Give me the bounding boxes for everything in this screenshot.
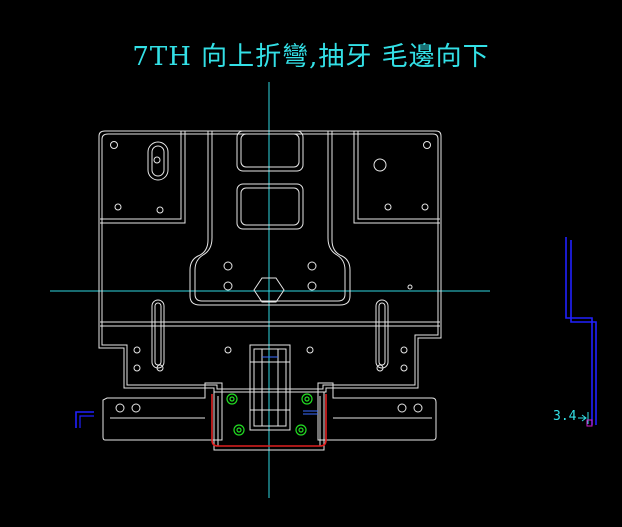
tap-hole — [304, 396, 310, 402]
tap-hole — [236, 427, 242, 433]
hole — [133, 346, 141, 354]
left-long-slot — [151, 299, 165, 369]
central-tongue — [249, 344, 291, 431]
center-lines — [50, 82, 490, 498]
hole — [400, 364, 408, 372]
lower-right-tab — [317, 382, 437, 441]
hole — [223, 261, 233, 271]
tap-hole — [226, 393, 238, 405]
bend-line — [211, 394, 327, 447]
left-pocket — [100, 131, 186, 224]
hole — [407, 284, 413, 290]
left-upper-oval-slot — [147, 141, 169, 181]
right-pocket — [353, 131, 440, 224]
middle-slot-inner — [240, 187, 300, 226]
hole — [307, 281, 317, 291]
hole — [397, 403, 407, 413]
tap-hole — [301, 393, 313, 405]
side-bend-profile — [565, 237, 597, 425]
outer-body-outline — [98, 130, 442, 393]
inner-body-outline — [101, 133, 439, 390]
part-outline — [98, 130, 442, 451]
hole — [307, 261, 317, 271]
drawing-title: 7TH 向上折彎,抽牙 毛邊向下 — [132, 42, 490, 72]
central-tongue-inner — [253, 348, 287, 427]
hole — [423, 141, 431, 149]
hole — [131, 403, 141, 413]
mounting-holes — [110, 141, 431, 413]
hole — [110, 141, 118, 149]
hole — [114, 203, 122, 211]
right-pocket-inner — [357, 131, 440, 220]
dimension-label: 3.4 — [553, 409, 577, 424]
hole — [306, 346, 314, 354]
tap-hole — [298, 427, 304, 433]
central-raised-inner — [194, 131, 346, 302]
dimension-marker — [578, 412, 589, 424]
right-long-slot-inner — [378, 302, 386, 366]
hole — [384, 203, 392, 211]
central-raised-region — [189, 131, 351, 306]
tap-hole — [229, 396, 235, 402]
hole — [376, 364, 384, 372]
hole — [223, 281, 233, 291]
top-slot — [236, 130, 304, 172]
hole — [373, 158, 387, 172]
tap-hole — [295, 424, 307, 436]
blue-marks — [262, 356, 318, 415]
top-slot-inner — [240, 133, 300, 168]
hole — [421, 203, 429, 211]
hole — [224, 346, 232, 354]
hole — [156, 206, 164, 214]
lower-left-tab — [102, 382, 223, 441]
right-long-slot — [375, 299, 389, 369]
left-upper-oval-inner — [151, 145, 165, 177]
hole — [156, 364, 164, 372]
left-bend-symbol — [75, 411, 94, 428]
hexagon-boss — [253, 277, 285, 303]
hole — [400, 346, 408, 354]
hole — [115, 403, 125, 413]
tap-holes — [226, 393, 313, 436]
bottom-flange — [213, 392, 325, 451]
left-long-slot-inner — [154, 302, 162, 366]
middle-slot — [236, 183, 304, 230]
hole — [133, 364, 141, 372]
hole — [413, 403, 423, 413]
tap-hole — [233, 424, 245, 436]
dimension-point-marker — [586, 419, 593, 427]
left-pocket-inner — [100, 131, 182, 220]
hole — [153, 156, 161, 164]
